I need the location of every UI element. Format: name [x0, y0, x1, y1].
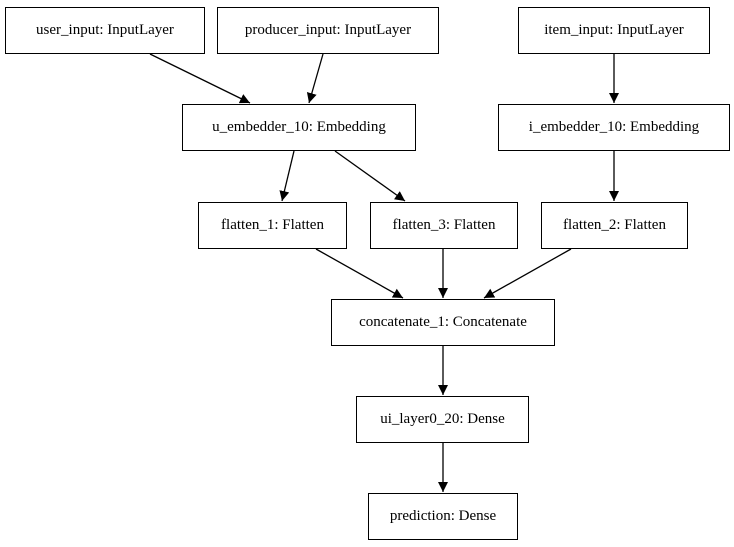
- node-i-embedder: i_embedder_10: Embedding: [498, 104, 730, 151]
- node-item-input: item_input: InputLayer: [518, 7, 710, 54]
- edge-producer-input-to-u-embedder: [306, 53, 324, 104]
- edge-flatten-2-to-concatenate: [483, 248, 572, 299]
- node-concatenate: concatenate_1: Concatenate: [331, 299, 555, 346]
- edge-user-input-to-u-embedder: [149, 53, 251, 104]
- node-flatten-3: flatten_3: Flatten: [370, 202, 518, 249]
- node-user-input: user_input: InputLayer: [5, 7, 205, 54]
- node-producer-input: producer_input: InputLayer: [217, 7, 439, 54]
- edge-flatten-1-to-concatenate: [315, 248, 404, 299]
- node-prediction: prediction: Dense: [368, 493, 518, 540]
- node-flatten-1: flatten_1: Flatten: [198, 202, 347, 249]
- edge-u-embedder-to-flatten-1: [279, 150, 295, 202]
- edge-u-embedder-to-flatten-3: [334, 150, 406, 202]
- node-u-embedder: u_embedder_10: Embedding: [182, 104, 416, 151]
- node-ui-layer-dense: ui_layer0_20: Dense: [356, 396, 529, 443]
- node-flatten-2: flatten_2: Flatten: [541, 202, 688, 249]
